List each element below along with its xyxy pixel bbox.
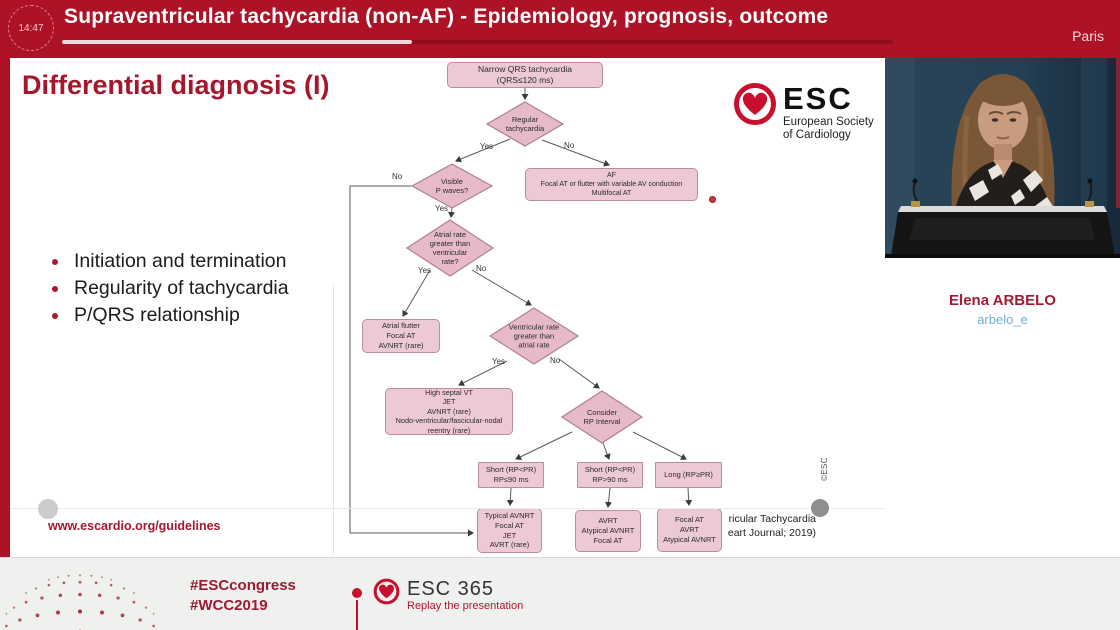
flow-node-high-septal: High septal VT JET AVNRT (rare) Nodo-ven…	[385, 388, 513, 435]
speaker-name: Elena ARBELO	[949, 292, 1056, 309]
flow-node-atrial-flutter: Atrial flutter Focal AT AVNRT (rare)	[362, 319, 440, 353]
speaker-video[interactable]	[885, 58, 1120, 258]
marker-dot-left	[38, 499, 58, 519]
esc-copyright: ©ESC	[819, 457, 829, 481]
flow-label-no: No	[476, 264, 487, 273]
congress-hashtags: #ESCcongress #WCC2019	[190, 576, 296, 616]
bullet-item: Initiation and termination	[44, 248, 289, 275]
flow-label-yes: Yes	[492, 357, 506, 366]
globe-dots-decoration	[5, 574, 155, 630]
bullet-list: Initiation and termination Regularity of…	[44, 248, 289, 329]
flow-label-yes: Yes	[480, 142, 494, 151]
esc-logo: ESC European Society of Cardiology	[733, 82, 874, 142]
marker-dot-right	[811, 499, 829, 517]
flow-node-long-rp: Long (RP≥PR)	[655, 462, 722, 488]
esc365-divider-line	[356, 600, 358, 630]
flow-node-avrt: AVRT Atypical AVNRT Focal AT	[575, 510, 641, 552]
citation-text: ricular Tachycardia eart Journal; 2019)	[727, 513, 816, 539]
flow-label-yes: Yes	[418, 266, 432, 275]
header-bar: 14:47 Supraventricular tachycardia (non-…	[0, 0, 1120, 58]
flow-decision-ventricular-rate: Ventricular rate greater than atrial rat…	[508, 322, 560, 350]
playback-progress-bar[interactable]	[62, 40, 893, 44]
hashtag-wcc2019: #WCC2019	[190, 597, 268, 614]
flow-decision-atrial-rate: Atrial rate greater than ventricular rat…	[429, 230, 471, 266]
bullet-item: P/QRS relationship	[44, 302, 289, 329]
flow-node-short-rp2: Short (RP<PR) RP>90 ms	[577, 462, 643, 488]
flow-decision-regular: Regular tachycardia	[505, 115, 545, 133]
esc365-subtitle: Replay the presentation	[407, 600, 524, 612]
footer-bar: #ESCcongress #WCC2019 ESC 365 Replay the…	[0, 557, 1120, 630]
flow-label-no: No	[564, 141, 575, 150]
flow-label-no: No	[392, 172, 403, 181]
session-title: Supraventricular tachycardia (non-AF) - …	[64, 5, 829, 28]
esc-logo-abbr: ESC	[783, 81, 853, 116]
session-location: Paris	[1072, 28, 1104, 44]
hashtag-esccongress: #ESCcongress	[190, 577, 296, 594]
speaker-handle[interactable]: arbelo_e	[977, 312, 1028, 327]
slide-divider-line	[10, 508, 885, 509]
esc365-logo: ESC 365 Replay the presentation	[373, 578, 523, 612]
flow-label-yes: Yes	[435, 204, 449, 213]
slide-area: Differential diagnosis (I) Initiation an…	[10, 58, 885, 557]
esc365-title: ESC 365	[407, 578, 495, 600]
flow-node-focal-at: Focal AT AVRT Atypical AVNRT	[657, 508, 722, 552]
slide-left-accent	[0, 58, 10, 557]
flow-node-typical-avnrt: Typical AVNRT Focal AT JET AVRT (rare)	[477, 508, 542, 553]
timer-value: 14:47	[18, 22, 44, 34]
slide-title: Differential diagnosis (I)	[22, 70, 330, 100]
guidelines-url[interactable]: www.escardio.org/guidelines	[48, 519, 221, 533]
bullet-item: Regularity of tachycardia	[44, 275, 289, 302]
flow-label-no: No	[550, 356, 561, 365]
flow-node-short-rp1: Short (RP<PR) RP≤90 ms	[478, 462, 544, 488]
flow-decision-visible-p: Visible P waves?	[435, 177, 469, 195]
esc365-bullet-dot	[352, 588, 362, 598]
speaker-panel: Elena ARBELO arbelo_e	[885, 58, 1120, 557]
session-timer: 14:47	[8, 5, 54, 51]
esc365-heart-icon	[373, 578, 400, 605]
laser-pointer-dot	[709, 196, 716, 203]
esc-heart-icon	[734, 83, 776, 125]
esc-logo-name: European Society of Cardiology	[783, 116, 874, 141]
flow-decision-consider-rp: Consider RP Interval	[583, 408, 621, 426]
playback-progress-fill	[62, 40, 412, 44]
column-divider-line	[333, 286, 334, 555]
flow-node-af: AF Focal AT or flutter with variable AV …	[525, 168, 698, 201]
flow-node-narrow-qrs: Narrow QRS tachycardia (QRS≤120 ms)	[447, 62, 603, 88]
